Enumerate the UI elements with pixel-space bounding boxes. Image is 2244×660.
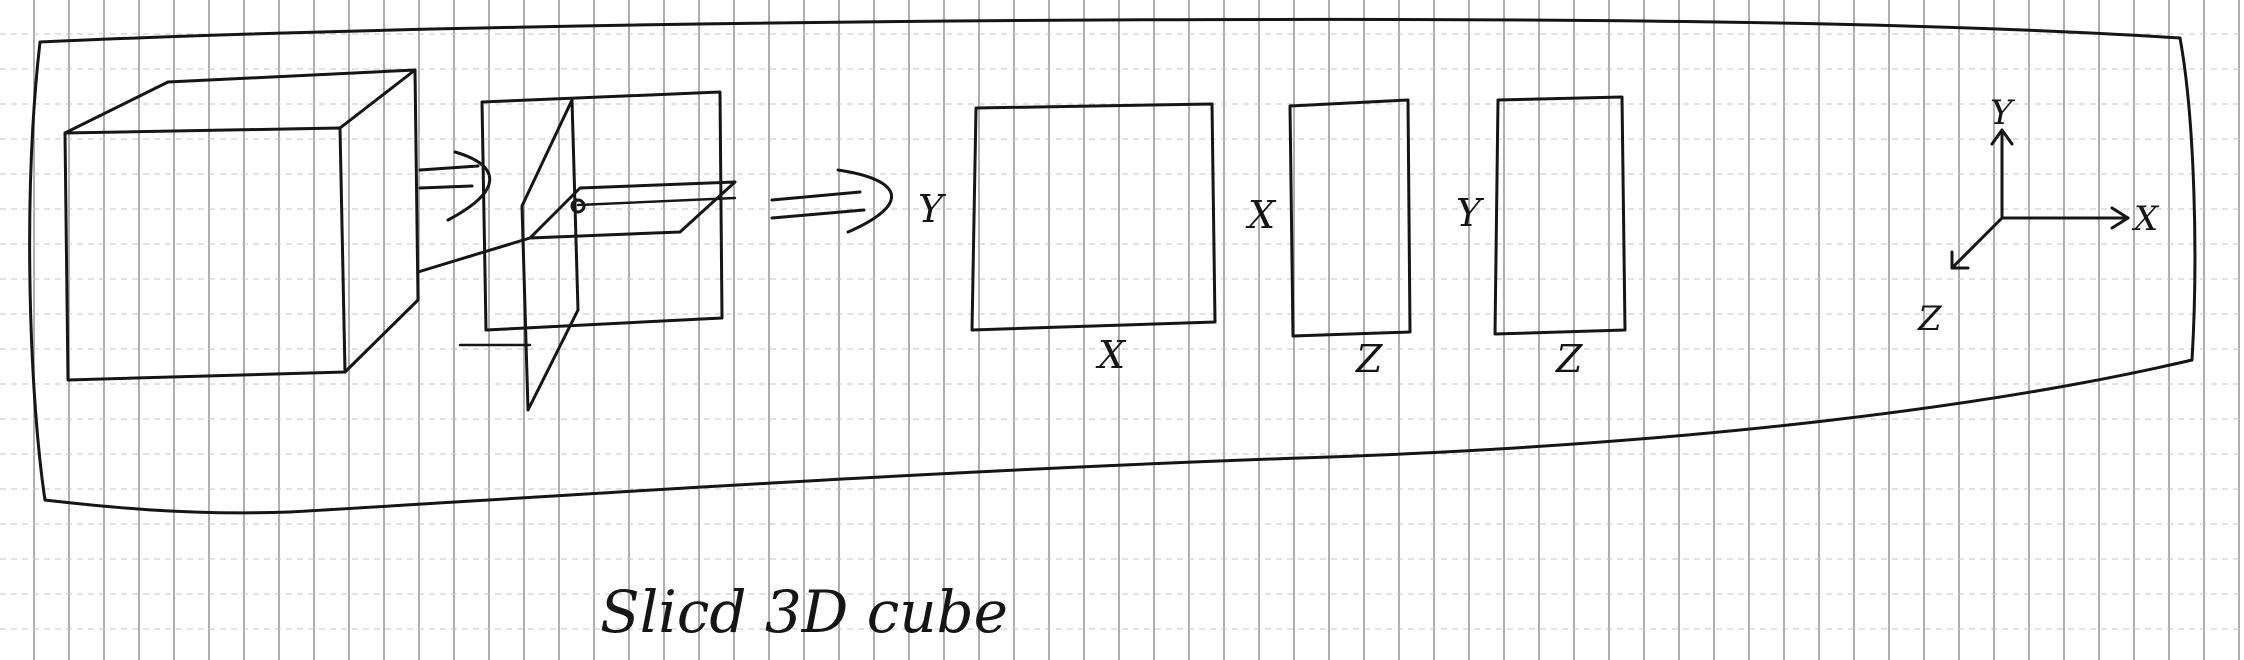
axis-z-arrowhead <box>1950 250 1970 270</box>
axis-y-arrowhead <box>1990 128 2014 146</box>
slice-view-xz: X Z <box>1245 98 1412 381</box>
slice-view-yz: Y Z <box>1456 95 1627 381</box>
coordinate-axes: Y X Z <box>1917 93 2160 339</box>
caption-text: Slicd 3D cube <box>600 578 1008 646</box>
cube-top-face <box>63 68 417 135</box>
axis-z-label: Z <box>1917 299 1943 339</box>
slice-yz-left-label: Y <box>1456 191 1485 235</box>
slice-view-xy: Y X <box>918 102 1217 377</box>
axis-x-label: X <box>2131 199 2160 239</box>
cube-3d <box>63 68 420 382</box>
slice-xy-left-label: Y <box>918 187 947 231</box>
implies-arrow-2 <box>770 168 893 234</box>
axis-y-label: Y <box>1990 93 2016 133</box>
cube-front-face <box>63 126 347 382</box>
slice-xz-bottom-label: Z <box>1355 337 1383 381</box>
implies-arrow-1 <box>418 150 492 222</box>
cube-right-face <box>343 68 420 374</box>
slice-intersection-point <box>570 198 586 214</box>
slice-plane-xy <box>480 90 724 332</box>
slice-xz-left-label: X <box>1245 193 1277 237</box>
slice-plane-xz <box>416 180 737 274</box>
slice-yz-bottom-label: Z <box>1555 337 1583 381</box>
slice-plane-yz <box>520 98 580 412</box>
slice-xy-bottom-label: X <box>1095 333 1127 377</box>
sliced-cube <box>416 90 737 412</box>
axis-x-arrowhead <box>2110 206 2130 230</box>
enclosing-border <box>28 17 2197 515</box>
axis-z-line <box>1950 216 2004 270</box>
